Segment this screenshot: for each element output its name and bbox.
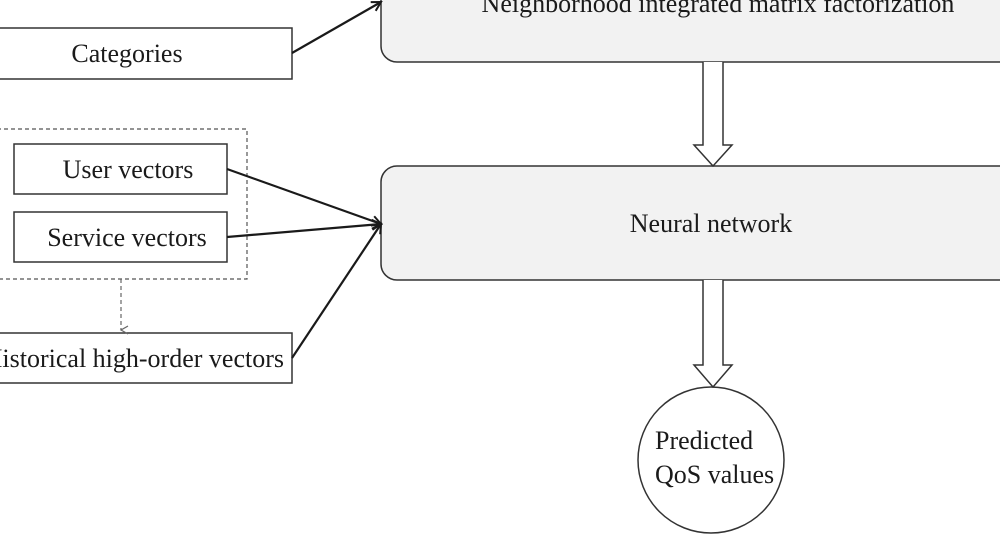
arrow-historical-to-network: [291, 224, 381, 359]
block-arrow-network-to-predicted: [692, 280, 734, 389]
service-vectors-node: Service vectors: [13, 211, 228, 263]
arrow-user-to-network: [226, 167, 381, 224]
user-vectors-node: User vectors: [13, 143, 228, 195]
neural-network-label: Neural network: [630, 209, 792, 238]
categories-node: Categories: [0, 27, 293, 80]
arrow-categories-to-matrix: [291, 2, 381, 54]
historical-vectors-node: Historical high-order vectors: [0, 332, 293, 384]
predicted-label-line2: QoS values: [655, 460, 774, 489]
matrix-factorization-node: Neighborhood integrated matrix factoriza…: [380, 0, 1000, 63]
matrix-factorization-label: Neighborhood integrated matrix factoriza…: [482, 0, 955, 18]
block-arrow-matrix-to-network: [692, 62, 734, 168]
arrow-service-to-network: [226, 224, 381, 239]
categories-label: Categories: [71, 39, 182, 68]
service-vectors-label: Service vectors: [47, 223, 207, 252]
vector-group-dashed-box: [0, 128, 248, 280]
neural-network-node: Neural network: [380, 165, 1000, 281]
predicted-qos-node: Predicted QoS values: [637, 386, 785, 534]
predicted-label-line1: Predicted: [655, 426, 753, 455]
user-vectors-label: User vectors: [63, 155, 194, 184]
historical-vectors-label: Historical high-order vectors: [0, 344, 284, 373]
